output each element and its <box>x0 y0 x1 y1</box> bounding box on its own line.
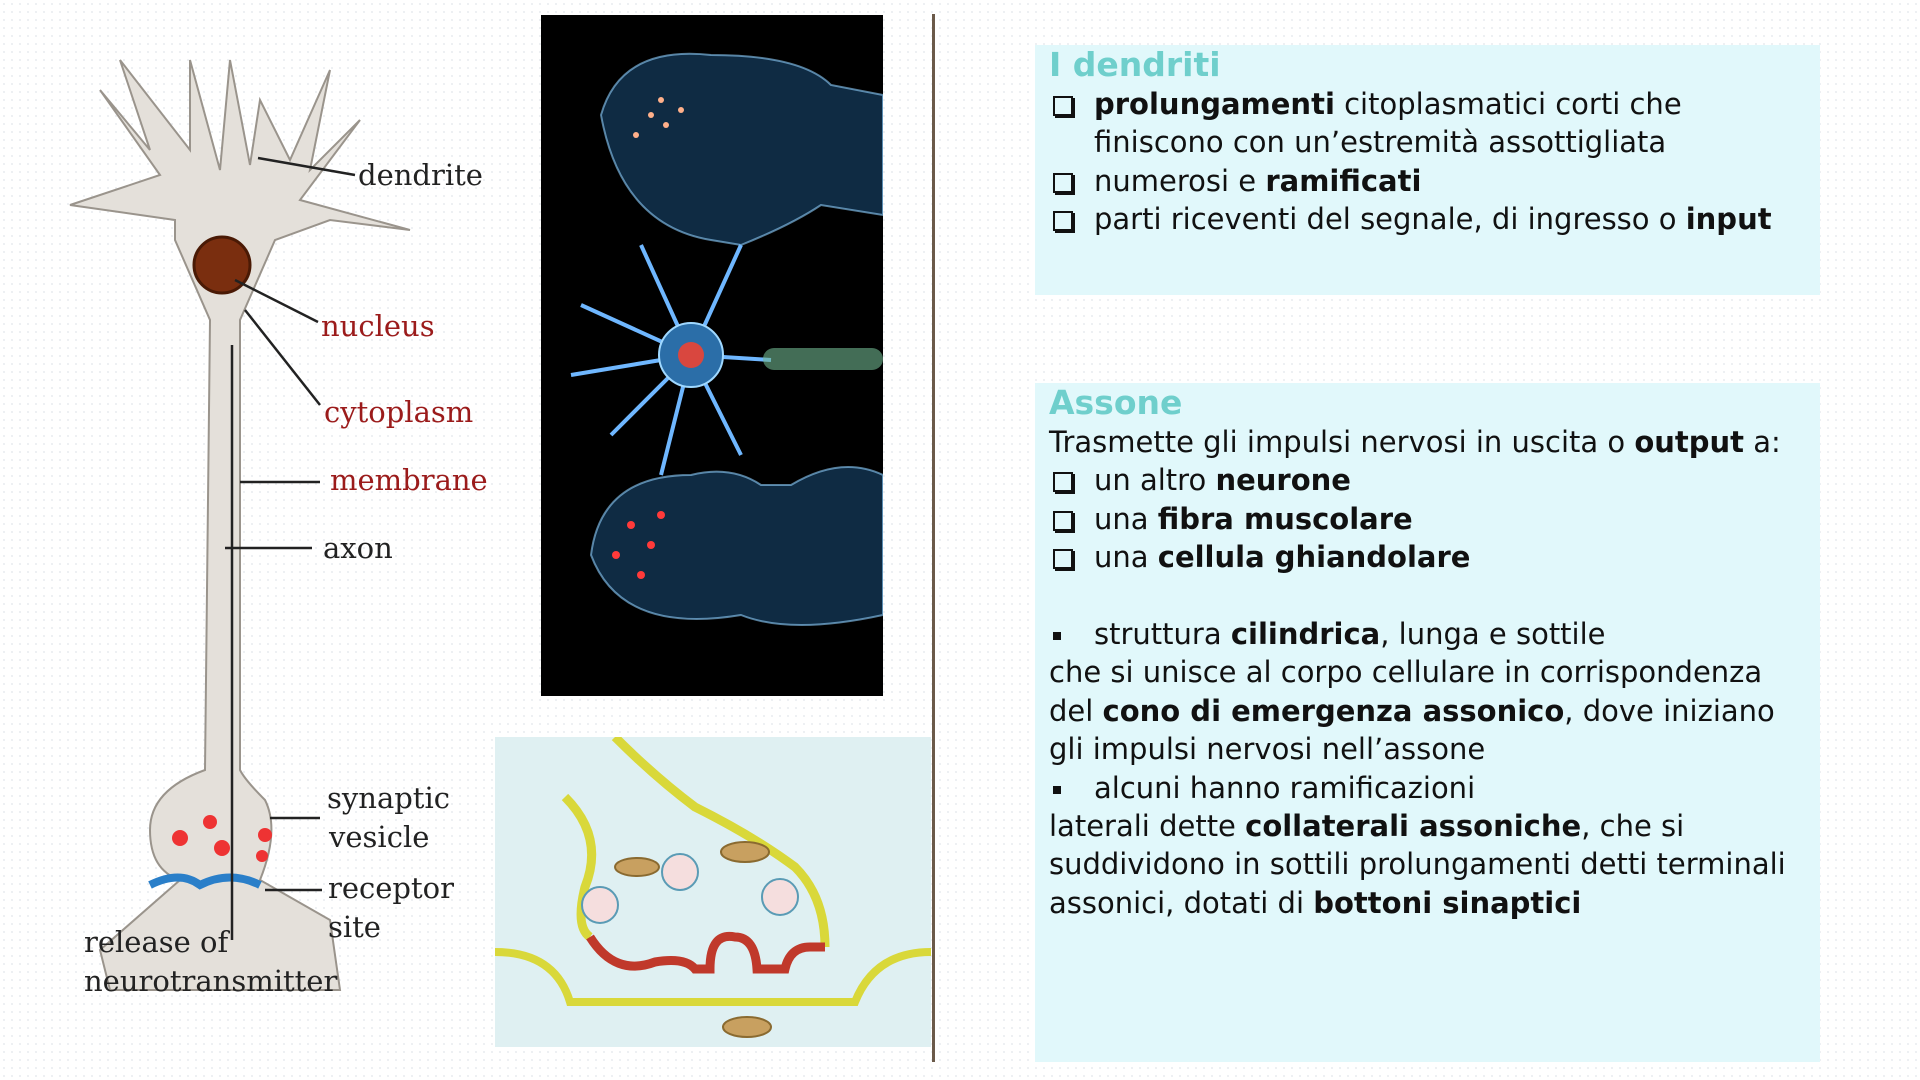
dendriti-title: I dendriti <box>1049 45 1221 84</box>
assone-panel: Assone Trasmette gli impulsi nervosi in … <box>1035 383 1820 1062</box>
bold-text: collaterali assoniche <box>1245 809 1582 844</box>
label-cytoplasm: cytoplasm <box>324 395 473 429</box>
text: struttura <box>1094 617 1231 652</box>
label-axon: axon <box>323 531 393 565</box>
vesicles <box>172 815 272 862</box>
neuron-diagram: dendrite nucleus cytoplasm membrane axon… <box>69 59 488 998</box>
bold-text: output <box>1634 425 1745 459</box>
label-lines <box>225 156 356 940</box>
text: , che si suddividono in sottili prolunga… <box>1049 809 1786 920</box>
list-item: numerosi e ramificati <box>1049 162 1806 200</box>
text: , dove iniziano gli impulsi nervosi nell… <box>1049 693 1775 767</box>
paragraph-collaterali: alcuni hanno ramificazioni laterali dett… <box>1049 769 1806 923</box>
vertical-divider <box>932 14 935 1062</box>
bold-text: neurone <box>1215 463 1351 498</box>
list-item: una cellula ghiandolare <box>1049 538 1806 576</box>
assone-intro: Trasmette gli impulsi nervosi in uscita … <box>1049 423 1806 461</box>
text: laterali dette <box>1049 809 1246 844</box>
dendriti-panel: I dendriti prolungamenti citoplasmatici … <box>1035 45 1820 295</box>
label-vesicle: vesicle <box>328 820 429 854</box>
nucleus-shape <box>192 235 252 295</box>
checkbox-bullet-icon <box>1053 172 1073 193</box>
label-synaptic: synaptic <box>327 781 450 815</box>
item-text: numerosi e <box>1094 163 1266 198</box>
neuron-illustration <box>69 59 411 991</box>
bold-text: input <box>1685 202 1772 237</box>
synapse-illustration <box>495 737 931 1047</box>
item-text: parti riceventi del segnale, di ingresso… <box>1094 202 1686 237</box>
bold-text: cono di emergenza assonico <box>1102 693 1565 728</box>
label-neurotransmitter: neurotransmitter <box>84 964 337 998</box>
bold-text: cilindrica <box>1230 617 1381 652</box>
item-text: una <box>1094 540 1158 575</box>
checkbox-bullet-icon <box>1053 96 1073 116</box>
brain-neuron-illustration <box>541 15 883 696</box>
checkbox-bullet-icon <box>1053 211 1073 232</box>
label-receptor: receptor <box>328 871 454 905</box>
list-item: prolungamenti citoplasmatici corti che f… <box>1049 85 1806 162</box>
label-membrane: membrane <box>330 463 488 497</box>
bold-text: prolungamenti <box>1094 87 1335 121</box>
bold-text: fibra muscolare <box>1157 501 1413 536</box>
intro-text: Trasmette gli impulsi nervosi in uscita … <box>1049 425 1635 459</box>
label-site: site <box>328 910 381 944</box>
square-bullet-icon <box>1053 632 1061 641</box>
checkbox-bullet-icon <box>1053 472 1073 493</box>
item-text: una <box>1094 501 1158 536</box>
receptor-band <box>148 873 262 890</box>
item-text: citoplasmatici corti che finiscono con u… <box>1094 87 1682 160</box>
text: alcuni hanno ramificazioni <box>1094 770 1476 805</box>
label-nucleus: nucleus <box>321 309 435 343</box>
intro-text: a: <box>1744 425 1781 459</box>
square-bullet-icon <box>1053 785 1061 794</box>
label-dendrite: dendrite <box>358 158 483 192</box>
checkbox-bullet-icon <box>1053 549 1073 570</box>
text: che si unisce al corpo cellulare in corr… <box>1049 655 1763 728</box>
list-item: una fibra muscolare <box>1049 500 1806 538</box>
checkbox-bullet-icon <box>1053 510 1073 531</box>
list-item: un altro neurone <box>1049 461 1806 499</box>
assone-title: Assone <box>1049 383 1183 422</box>
paragraph-struttura: struttura cilindrica, lunga e sottile ch… <box>1049 615 1806 769</box>
text: , lunga e sottile <box>1380 617 1606 652</box>
bold-text: bottoni sinaptici <box>1313 885 1582 920</box>
bold-text: cellula ghiandolare <box>1157 540 1471 575</box>
list-item: parti riceventi del segnale, di ingresso… <box>1049 200 1806 238</box>
item-text: un altro <box>1094 463 1216 498</box>
bold-text: ramificati <box>1265 163 1422 198</box>
label-release-of: release of <box>84 925 230 959</box>
